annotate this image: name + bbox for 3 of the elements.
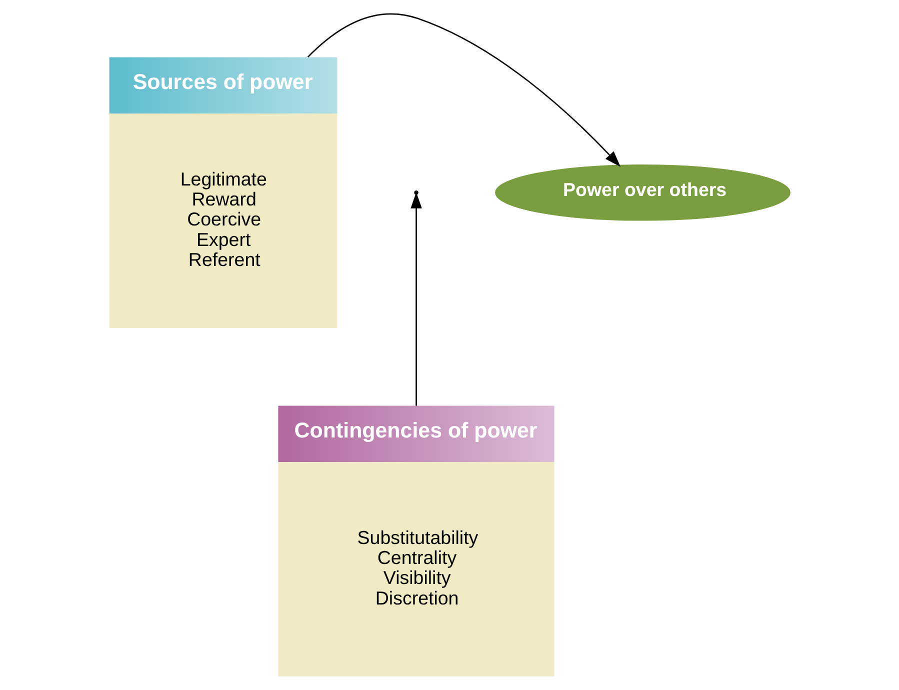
node-ellipse: Power over others — [495, 164, 790, 221]
arrow — [307, 13, 621, 167]
arrow — [410, 192, 422, 406]
